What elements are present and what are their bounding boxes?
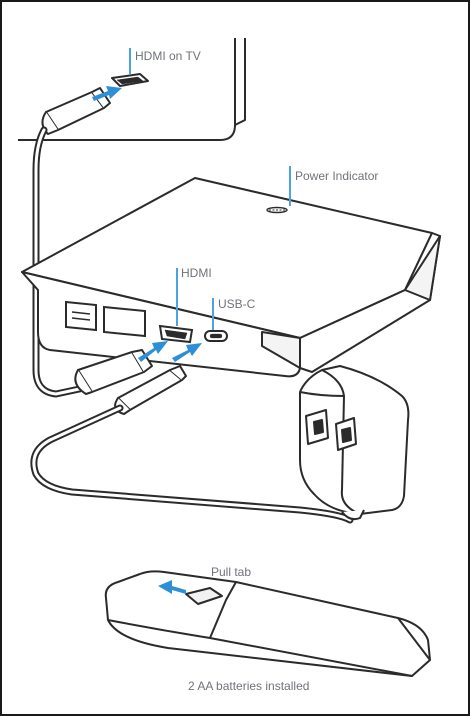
box-ports: [65, 300, 228, 344]
tv-panel: [18, 38, 246, 141]
ethernet-port: [65, 300, 97, 332]
callout-lines: [129, 48, 291, 330]
arrow-usbc-box: [172, 343, 202, 362]
power-indicator-light: [266, 206, 288, 214]
arrow-pull-tab: [158, 580, 186, 594]
usb-port: [103, 305, 146, 338]
arrow-hdmi-tv: [92, 86, 122, 101]
label-hdmi: HDMI: [181, 266, 212, 280]
label-pull-tab: Pull tab: [211, 565, 252, 579]
arrow-hdmi-box: [138, 341, 168, 362]
label-usb-c: USB-C: [218, 297, 256, 311]
streaming-box: [21, 177, 441, 378]
remote-control: [104, 570, 431, 677]
box-hdmi-plug: [74, 349, 153, 395]
power-adapter: [299, 365, 410, 521]
label-hdmi-on-tv: HDMI on TV: [135, 49, 201, 63]
label-power-indicator: Power Indicator: [295, 169, 379, 183]
label-batteries: 2 AA batteries installed: [188, 679, 310, 693]
